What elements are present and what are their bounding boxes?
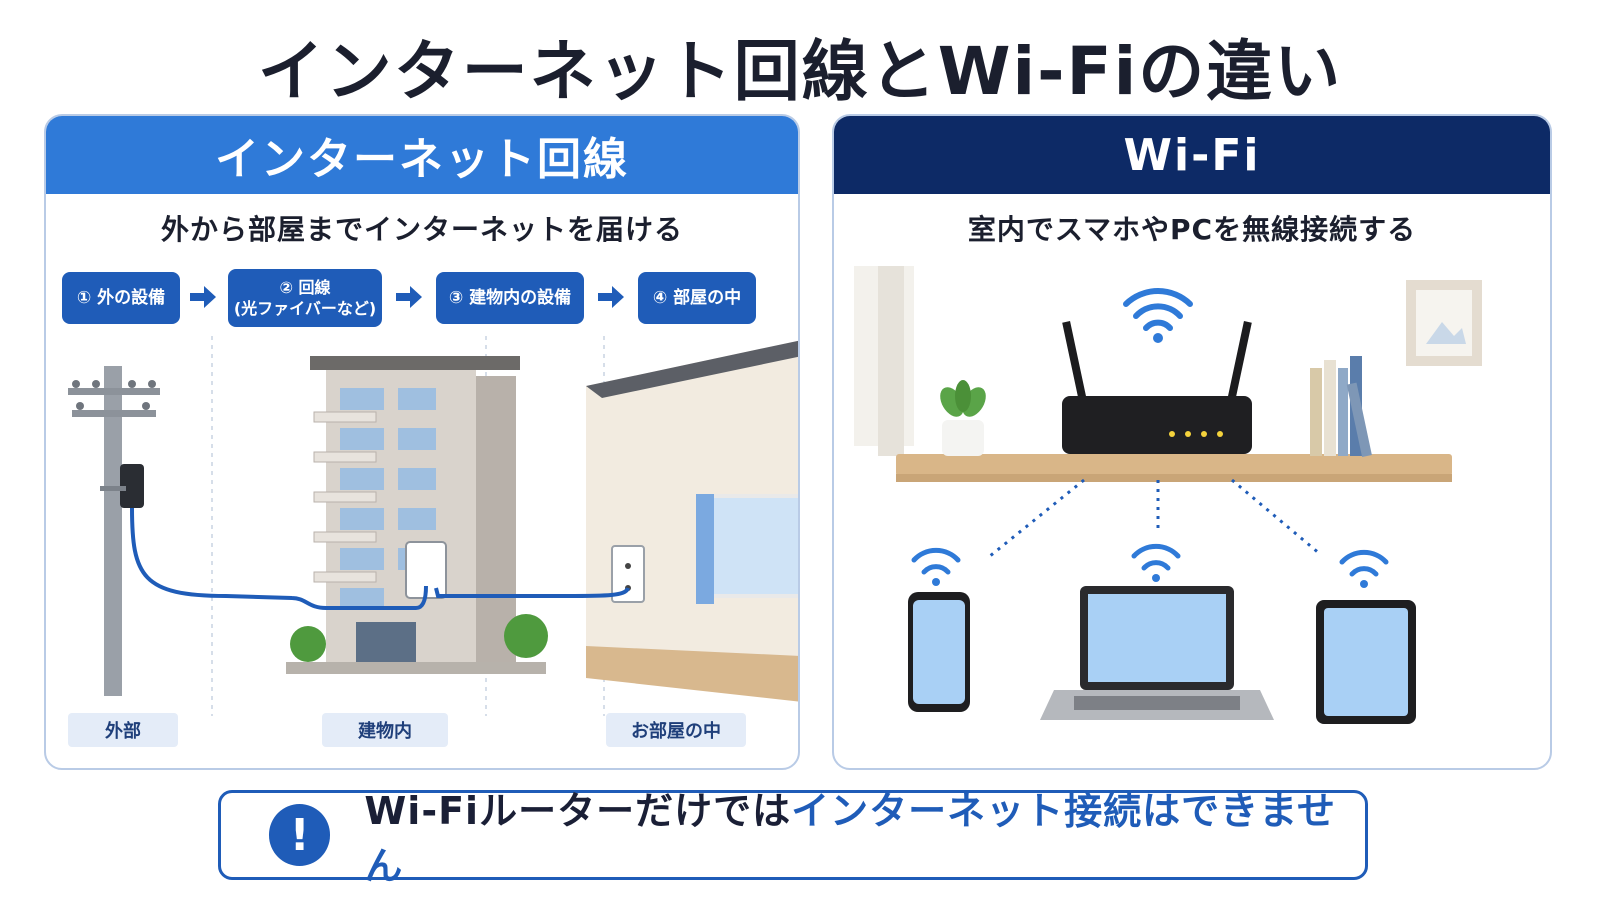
- shelf-icon: [896, 454, 1452, 476]
- tag-building: 建物内: [322, 713, 448, 747]
- arrow-right-icon: [598, 286, 624, 308]
- page-title: インターネット回線とWi-Fiの違い: [257, 33, 1343, 110]
- wifi-header: Wi-Fi: [834, 116, 1550, 194]
- wifi-subtitle: 室内でスマホやPCを無線接続する: [967, 213, 1417, 246]
- wifi-illustration: [854, 266, 1482, 724]
- arrow-right-icon: [396, 286, 422, 308]
- tablet-icon: [1316, 600, 1416, 724]
- step-building-equipment: ③ 建物内の設備: [436, 272, 584, 324]
- laptop-icon: [1040, 586, 1274, 720]
- notice-text-part1: Wi-Fiルーターだけでは: [364, 789, 792, 833]
- plant-icon: [940, 380, 986, 456]
- notice-text: Wi-Fiルーターだけではインターネット接続はできません: [364, 780, 1365, 890]
- arrow-right-icon: [190, 286, 216, 308]
- step-line: ② 回線 (光ファイバーなど): [228, 269, 382, 327]
- books-icon: [1310, 356, 1372, 458]
- utility-pole-icon: [68, 366, 160, 696]
- exclamation-icon: !: [269, 804, 331, 866]
- step-outside-equipment: ① 外の設備: [62, 272, 180, 324]
- wifi-signal-icon: [1123, 288, 1193, 331]
- step-line-title: ② 回線: [279, 278, 331, 297]
- step-line-detail: (光ファイバーなど): [233, 299, 377, 318]
- internet-line-illustration: [68, 336, 798, 716]
- notice-banner: ! Wi-Fiルーターだけではインターネット接続はできません: [218, 789, 1368, 888]
- smartphone-icon: [908, 592, 970, 712]
- wifi-panel: Wi-Fi 室内でスマホやPCを無線接続する: [832, 114, 1552, 770]
- picture-frame-icon: [1406, 280, 1482, 366]
- internet-line-subtitle: 外から部屋までインターネットを届ける: [160, 213, 683, 246]
- notice-text-part2: インターネット接続はできません: [364, 789, 1336, 888]
- internet-line-header: インターネット回線: [46, 116, 798, 194]
- step-in-room: ④ 部屋の中: [638, 272, 756, 324]
- wifi-router-icon: [1062, 321, 1252, 454]
- apartment-building-icon: [286, 356, 548, 674]
- fiber-cable-icon: [130, 507, 428, 610]
- tag-outside: 外部: [68, 713, 178, 747]
- curtain-icon: [854, 266, 914, 456]
- internet-line-panel: インターネット回線 外から部屋までインターネットを届ける ① 外の設備 ② 回線…: [44, 114, 800, 770]
- tag-room: お部屋の中: [606, 713, 746, 747]
- room-interior-icon: [586, 340, 798, 702]
